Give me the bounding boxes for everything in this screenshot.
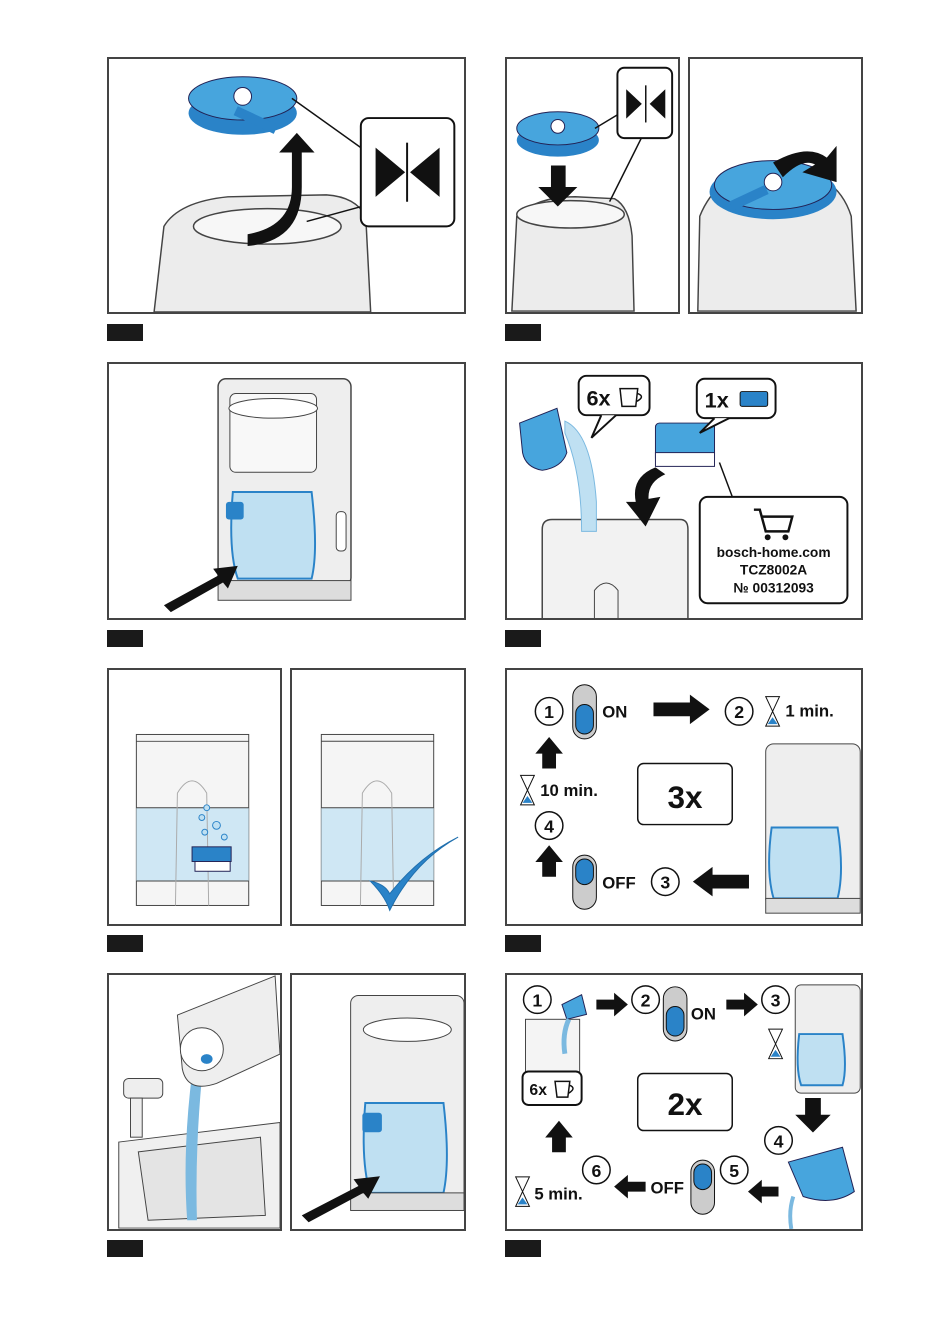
time-label: 5 min. (534, 1184, 582, 1203)
arrow-right-icon (596, 993, 628, 1017)
arrow-up-icon (545, 1121, 573, 1153)
step-3-number: 3 (771, 991, 781, 1011)
off-label: OFF (602, 874, 635, 893)
arrow-left-icon (614, 1175, 646, 1199)
panel-5b-tablet-dissolved (290, 668, 466, 926)
panel-2a-insert-lid (505, 57, 680, 314)
repeat-count-label: 3x (667, 779, 703, 815)
panel-6-decalcify-cycle: 1 ON 2 1 min. 10 min. 4 3x OFF 3 (505, 668, 863, 926)
arrow-left-icon (748, 1180, 779, 1204)
cups-count-label: 6x (587, 385, 611, 410)
step-3-number: 3 (660, 873, 670, 893)
step-marker-2 (505, 324, 541, 341)
on-label: ON (691, 1004, 716, 1023)
panel-4-fill-water-tablet: 6x 1x bosch-home.com TCZ8002A № 00312093 (505, 362, 863, 620)
tablet-count-label: 1x (705, 387, 729, 412)
arrow-right-icon (653, 695, 709, 725)
tablet-icon (740, 392, 768, 407)
panel-7a-empty-jug (107, 973, 282, 1231)
website-text: bosch-home.com (717, 545, 831, 560)
step-6-number: 6 (591, 1161, 601, 1181)
step-4-number: 4 (544, 816, 554, 836)
step-marker-1 (107, 324, 143, 341)
panel-5a-tablet-dissolving (107, 668, 282, 926)
step-marker-7 (107, 1240, 143, 1257)
drop-arrow-icon (626, 467, 665, 526)
arrow-left-icon (693, 867, 749, 897)
step-marker-4 (505, 630, 541, 647)
panel-2b-turn-lid (688, 57, 863, 314)
arrow-right-icon (726, 993, 758, 1017)
step-marker-3 (107, 630, 143, 647)
panel-8-rinse-cycle: 1 6x 2 ON 3 2x 4 5 (505, 973, 863, 1231)
part-number-text: № 00312093 (733, 580, 814, 595)
panel-7b-insert-jug (290, 973, 466, 1231)
kettle-lid-illustration (189, 77, 297, 135)
arrow-down-icon (795, 1098, 830, 1132)
step-marker-8 (505, 1240, 541, 1257)
step-2-number: 2 (734, 702, 744, 722)
step-1-number: 1 (544, 702, 554, 722)
arrow-up-icon (535, 845, 563, 877)
on-label: ON (602, 702, 627, 721)
panel-1-remove-lid (107, 57, 466, 314)
step-2-number: 2 (641, 991, 651, 1011)
time-1-label: 1 min. (785, 701, 833, 720)
step-4-number: 4 (774, 1131, 784, 1151)
time-2-label: 10 min. (540, 781, 598, 800)
off-label: OFF (651, 1179, 684, 1198)
arrow-up-icon (535, 737, 563, 769)
step-marker-5 (107, 935, 143, 952)
repeat-count-label: 2x (667, 1086, 703, 1122)
measuring-cup-illustration (520, 408, 567, 470)
step-1-number: 1 (532, 991, 542, 1011)
glass-jug-illustration (231, 492, 315, 579)
cups-count-label: 6x (529, 1082, 547, 1099)
step-5-number: 5 (729, 1161, 739, 1181)
panel-3-insert-jug (107, 362, 466, 620)
model-number-text: TCZ8002A (740, 563, 807, 578)
step-marker-6 (505, 935, 541, 952)
